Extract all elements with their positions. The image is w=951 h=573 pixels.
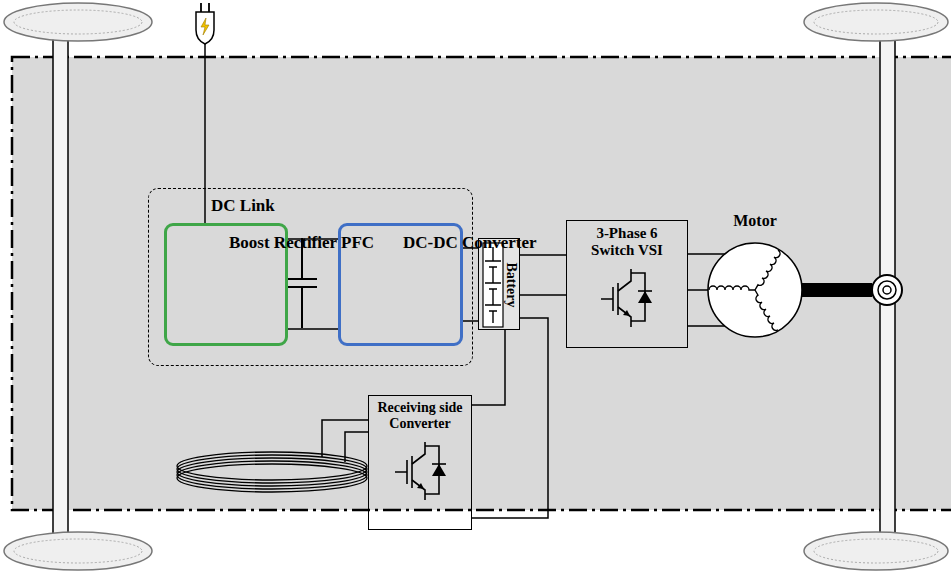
- motor-windings: [752, 290, 778, 332]
- battery-cells: [485, 247, 501, 323]
- igbt-symbol: [597, 265, 657, 329]
- converter-box: Boost Rectifier PFC: [164, 223, 288, 346]
- motor-windings: [755, 250, 781, 292]
- wheel: [804, 3, 948, 41]
- wheel: [814, 539, 938, 563]
- igbt-symbol: [623, 310, 630, 316]
- receiving-coil: [177, 452, 367, 492]
- wheel: [4, 532, 152, 570]
- node-label: Boost Rectifier PFC: [229, 233, 374, 252]
- wheel: [14, 539, 142, 563]
- wire-connector: [472, 318, 548, 518]
- group-box: DC LinkBoost Rectifier PFCDC-DC Converte…: [148, 188, 473, 366]
- wheel: [804, 532, 948, 570]
- wheel: [804, 3, 948, 41]
- battery-cells: [483, 243, 503, 327]
- plug-symbol: [201, 18, 209, 35]
- motor-windings: [708, 243, 802, 337]
- igbt-symbol: [601, 283, 618, 315]
- chassis-region: [12, 57, 951, 510]
- coil-turn: [177, 455, 367, 483]
- wheel-hub: [872, 275, 902, 305]
- converter-box: Receiving side Converter: [368, 395, 472, 530]
- plug-symbol: [201, 3, 209, 12]
- plug-symbol: [196, 3, 214, 223]
- wheel: [14, 10, 142, 34]
- wire-connector: [463, 248, 478, 321]
- igbt-symbol: [391, 438, 451, 502]
- node-label: Receiving side Converter: [371, 400, 469, 431]
- wheel: [4, 3, 152, 41]
- igbt-symbol: [432, 464, 446, 476]
- igbt-symbol: [601, 269, 652, 327]
- coil-turn: [177, 452, 367, 480]
- wheel-hub: [878, 281, 896, 299]
- node-label: Motor: [733, 212, 777, 230]
- inverter-box: 3-Phase 6 Switch VSI: [566, 220, 688, 348]
- wheel-hub: [883, 286, 891, 294]
- igbt-symbol: [395, 442, 446, 500]
- wheel: [814, 10, 938, 34]
- motor-windings: [709, 250, 781, 332]
- axle: [53, 38, 68, 534]
- coil-lead: [322, 420, 368, 462]
- battery-cells: [485, 247, 501, 323]
- igbt-symbol: [417, 483, 424, 489]
- motor-windings: [707, 242, 803, 338]
- motor-windings: [709, 286, 755, 290]
- node-label: DC Link: [211, 196, 275, 216]
- drive-shaft: [800, 283, 872, 297]
- igbt-symbol: [638, 291, 652, 303]
- node-label: Battery: [503, 262, 519, 307]
- coil-lead: [345, 432, 368, 462]
- coil-turn: [177, 464, 367, 492]
- wheel: [4, 3, 152, 41]
- igbt-symbol: [395, 456, 412, 488]
- plug-symbol: [196, 12, 214, 44]
- node-label: DC-DC Converter: [403, 233, 537, 253]
- battery-cells: [479, 239, 507, 331]
- motor-symbol: Motor: [707, 242, 803, 338]
- wheel: [4, 532, 152, 570]
- wheel-hub: [872, 275, 902, 305]
- wire-connector: [520, 255, 566, 295]
- node-label: 3-Phase 6 Switch VSI: [583, 225, 671, 259]
- coil-turn: [177, 461, 367, 489]
- plug-symbol: [204, 44, 206, 223]
- wire-connector: [288, 239, 338, 329]
- wheel: [804, 532, 948, 570]
- coil-turn: [177, 458, 367, 486]
